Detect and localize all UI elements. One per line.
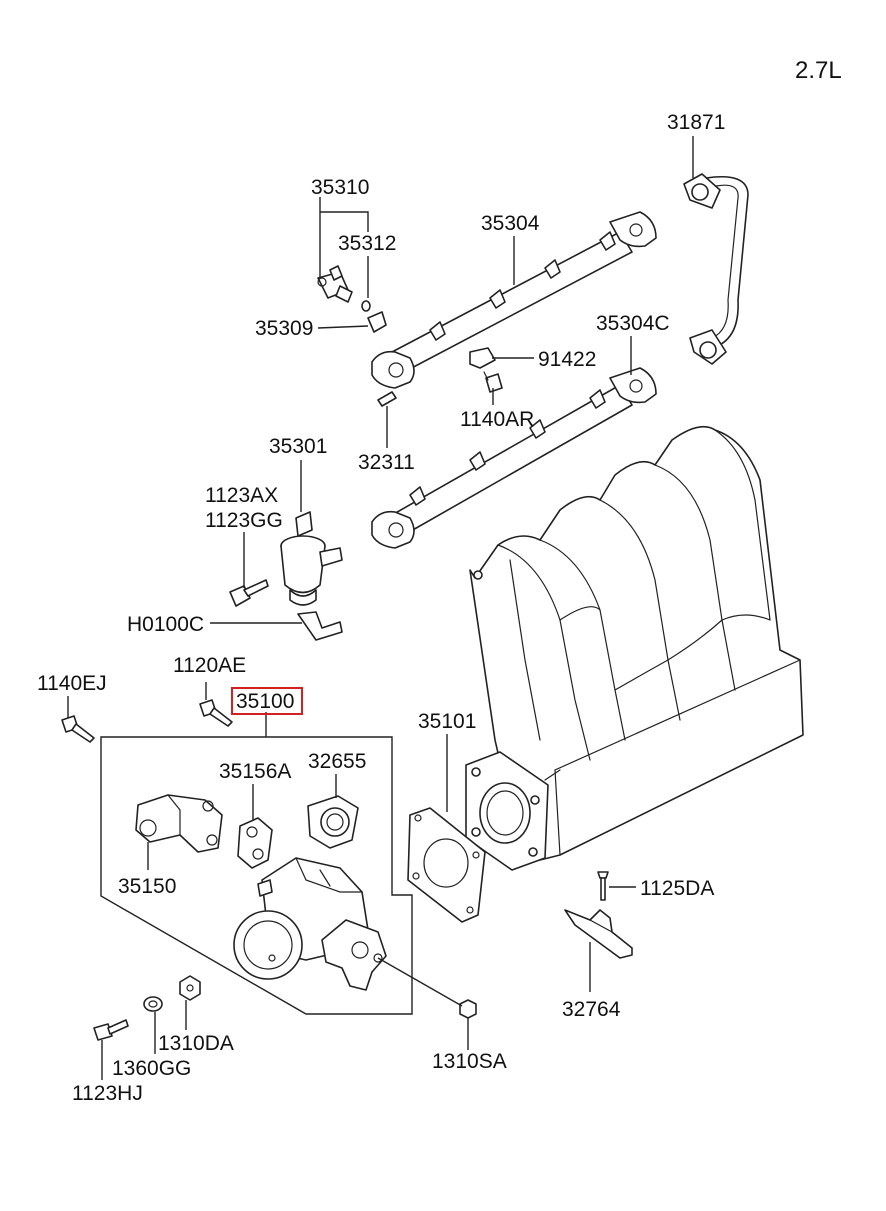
- label-1140ar[interactable]: 1140AR: [460, 408, 534, 431]
- label-35156a[interactable]: 35156A: [219, 760, 291, 783]
- label-1120ae[interactable]: 1120AE: [173, 654, 246, 677]
- bolt-1140ej-drawing: [61, 715, 95, 743]
- label-1123hj[interactable]: 1123HJ: [72, 1082, 143, 1105]
- label-1125da[interactable]: 1125DA: [640, 877, 714, 900]
- throttle-body-drawing: [233, 857, 387, 991]
- pressure-regulator-drawing: [280, 511, 343, 641]
- label-35310[interactable]: 35310: [311, 176, 369, 199]
- label-1140ej[interactable]: 1140EJ: [37, 672, 107, 695]
- label-35304c[interactable]: 35304C: [596, 312, 670, 335]
- intake-manifold-drawing: [465, 425, 804, 871]
- clip-drawing: [367, 311, 387, 333]
- tps-drawing: [307, 795, 359, 849]
- bracket-bolt-drawing: [597, 871, 609, 901]
- support-bracket-drawing: [564, 909, 633, 959]
- label-1310da[interactable]: 1310DA: [158, 1032, 234, 1055]
- gasket-small-drawing: [237, 817, 273, 869]
- washer-1360gg-drawing: [143, 996, 163, 1012]
- label-35100[interactable]: 35100: [236, 690, 294, 713]
- label-32655[interactable]: 32655: [308, 750, 366, 773]
- label-32764[interactable]: 32764: [562, 998, 621, 1021]
- label-1123gg[interactable]: 1123GG: [205, 509, 283, 532]
- label-31871[interactable]: 31871: [667, 111, 725, 134]
- injector-drawing: [317, 265, 371, 312]
- label-35301[interactable]: 35301: [269, 435, 327, 458]
- selected-part-highlight: [231, 687, 303, 715]
- label-35312[interactable]: 35312: [338, 232, 396, 255]
- label-32311[interactable]: 32311: [358, 451, 415, 474]
- part-labels: 31871 35310 35312 35304 35309 35304C 914…: [37, 111, 725, 1105]
- regulator-bolt-drawing: [229, 579, 269, 607]
- bracket-drawing: [469, 347, 503, 393]
- nut-1310sa-drawing: [459, 999, 477, 1019]
- leader-lines: [67, 136, 694, 1080]
- fuel-pipe-drawing: [683, 173, 749, 365]
- fuel-rail-lower-drawing: [371, 367, 657, 549]
- label-h0100c[interactable]: H0100C: [127, 613, 204, 636]
- engine-label: 2.7L: [795, 57, 842, 84]
- fuel-rail-upper-drawing: [371, 211, 657, 389]
- label-1360gg[interactable]: 1360GG: [112, 1057, 191, 1080]
- nut-1310da-drawing: [179, 975, 201, 1001]
- bolt-1120ae-drawing: [199, 699, 233, 727]
- label-1310sa[interactable]: 1310SA: [432, 1050, 507, 1073]
- label-35304[interactable]: 35304: [481, 212, 540, 235]
- pin-drawing: [377, 391, 397, 407]
- label-35309[interactable]: 35309: [255, 317, 313, 340]
- label-35101[interactable]: 35101: [418, 710, 476, 733]
- bolt-1123hj-drawing: [93, 1019, 129, 1041]
- label-91422[interactable]: 91422: [538, 348, 596, 371]
- label-1123ax[interactable]: 1123AX: [205, 484, 278, 507]
- idle-speed-actuator-drawing: [135, 794, 223, 853]
- label-35150[interactable]: 35150: [118, 875, 176, 898]
- gasket-drawing: [407, 807, 486, 923]
